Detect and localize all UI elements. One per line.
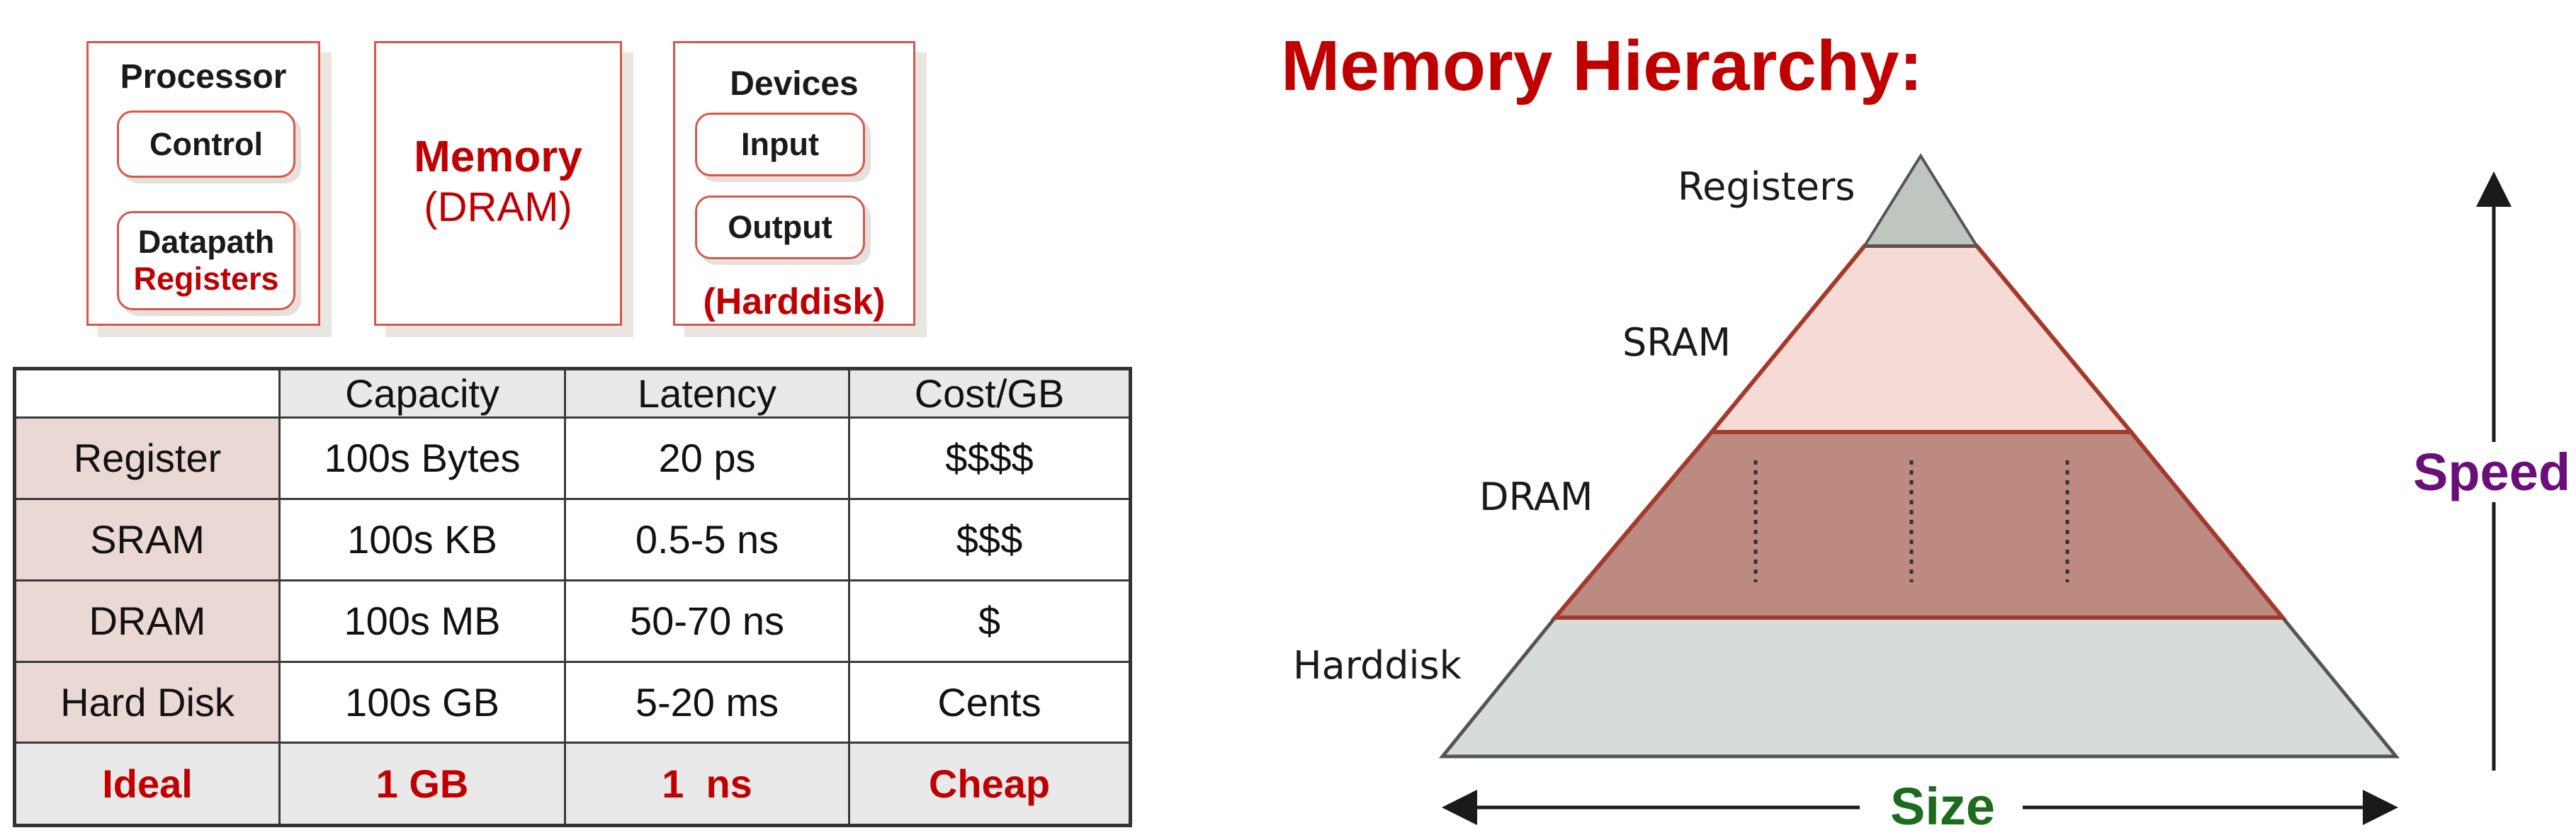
table-cell: 1 ns — [564, 742, 850, 827]
table-header-cell: Latency — [564, 368, 850, 419]
processor-title: Processor — [120, 58, 287, 96]
processor-block: Processor Control Datapath Registers — [86, 41, 320, 326]
devices-block: Devices Input Output (Harddisk) — [673, 41, 915, 326]
harddisk-level-label: Harddisk — [1293, 643, 1462, 688]
table-row: DRAM 100s MB 50-70 ns $ — [13, 579, 1131, 663]
table-cell: 50-70 ns — [564, 579, 850, 663]
datapath-label: Datapath — [137, 224, 275, 260]
table-cell: 5-20 ms — [564, 660, 850, 744]
table-row-ideal: Ideal 1 GB 1 ns Cheap — [13, 742, 1131, 827]
table-cell: DRAM — [13, 579, 281, 663]
table-row: Hard Disk 100s GB 5-20 ms Cents — [13, 660, 1131, 744]
sram-level-label: SRAM — [1622, 320, 1732, 365]
memory-comparison-table: Capacity Latency Cost/GB Register 100s B… — [13, 367, 1132, 827]
pyramid-level-sram — [1707, 244, 2136, 434]
size-axis-label: Size — [1890, 777, 1996, 836]
table-cell: 0.5-5 ns — [564, 497, 850, 581]
devices-title: Devices — [730, 65, 859, 103]
harddisk-device-label: (Harddisk) — [703, 281, 886, 322]
table-cell: 1 GB — [278, 742, 566, 827]
table-cell: 100s GB — [278, 660, 566, 744]
table-header-cell — [13, 368, 281, 419]
table-cell: Cents — [848, 660, 1131, 744]
control-label: Control — [149, 125, 263, 162]
pyramid-level-harddisk — [1438, 615, 2400, 759]
pyramid-level-registers — [1862, 153, 1979, 247]
control-box: Control — [117, 110, 295, 178]
table-cell: 100s Bytes — [278, 416, 566, 500]
hierarchy-title: Memory Hierarchy: — [1281, 26, 1923, 106]
table-row: SRAM 100s KB 0.5-5 ns $$$ — [13, 497, 1131, 581]
table-cell: Hard Disk — [13, 660, 281, 744]
output-box: Output — [695, 195, 865, 259]
table-header-cell: Cost/GB — [848, 368, 1131, 419]
table-row: Register 100s Bytes 20 ps $$$$ — [13, 416, 1131, 500]
registers-level-label: Registers — [1678, 164, 1855, 209]
speed-axis-label: Speed — [2409, 442, 2575, 502]
dram-level-label: DRAM — [1479, 475, 1593, 519]
input-box: Input — [695, 113, 865, 176]
table-cell: $$$$ — [848, 416, 1131, 500]
table-cell: Ideal — [13, 742, 281, 827]
memory-title: Memory — [414, 132, 582, 181]
datapath-box: Datapath Registers — [117, 211, 295, 310]
memory-subtitle: (DRAM) — [424, 184, 572, 230]
table-cell: Register — [13, 416, 281, 500]
table-cell: Cheap — [848, 742, 1131, 827]
table-cell: $$$ — [848, 497, 1131, 581]
memory-block: Memory (DRAM) — [374, 41, 622, 326]
input-label: Input — [741, 126, 819, 162]
table-cell: 20 ps — [564, 416, 850, 500]
table-header-cell: Capacity — [278, 368, 566, 419]
pyramid-level-dram — [1550, 430, 2288, 620]
output-label: Output — [728, 209, 832, 245]
table-cell: 100s KB — [278, 497, 566, 581]
table-cell: 100s MB — [278, 579, 566, 663]
table-cell: $ — [848, 579, 1131, 663]
table-header-row: Capacity Latency Cost/GB — [13, 368, 1131, 419]
table-cell: SRAM — [13, 497, 281, 581]
registers-label: Registers — [133, 261, 279, 297]
